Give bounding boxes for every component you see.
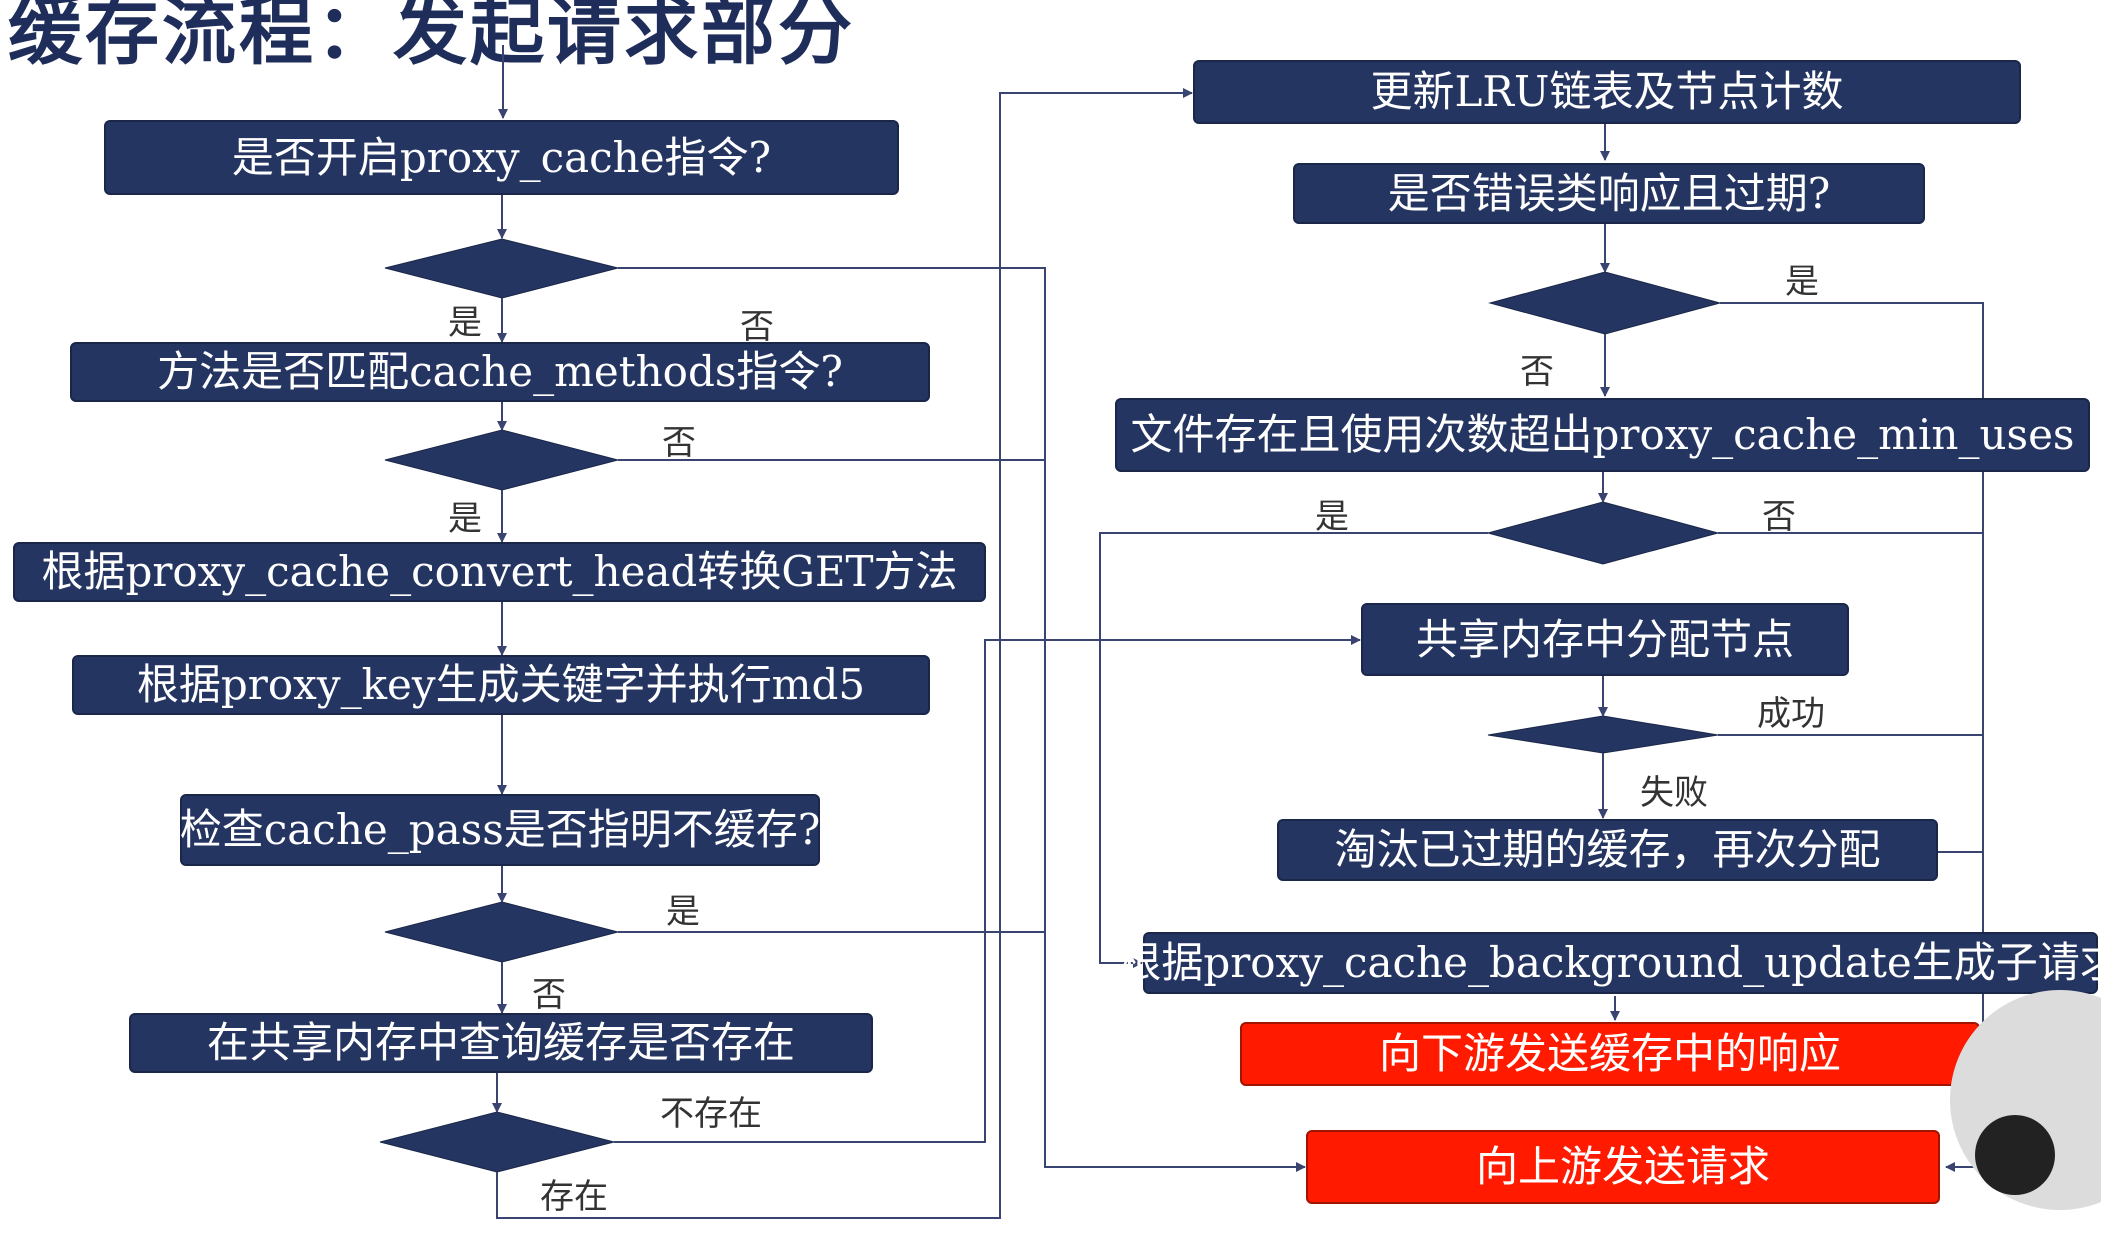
presenter-silhouette [1975,1115,2055,1195]
decision-diamond-4 [379,1111,615,1173]
decision-diamond-r1 [1488,271,1722,335]
label-yes: 是 [448,303,482,343]
label-exist: 存在 [540,1177,608,1217]
label-yes: 是 [666,892,700,932]
decision-diamond-3 [384,901,620,963]
evict-expired-box: 淘汰已过期的缓存，再次分配 [1277,819,1938,881]
label-no: 否 [532,975,566,1015]
cache-methods-check-box: 方法是否匹配cache_methods指令? [70,342,930,402]
convert-head-box: 根据proxy_cache_convert_head转换GET方法 [13,542,986,602]
label-yes: 是 [1785,262,1819,302]
error-expired-check-box: 是否错误类响应且过期? [1293,163,1925,224]
decision-diamond-r2 [1486,501,1720,565]
update-lru-box: 更新LRU链表及节点计数 [1193,60,2021,124]
proxy-key-md5-box: 根据proxy_key生成关键字并执行md5 [72,655,930,715]
send-upstream-box: 向上游发送请求 [1306,1130,1940,1204]
label-yes: 是 [1315,497,1349,537]
cache-pass-check-box: 检查cache_pass是否指明不缓存? [180,794,820,866]
send-downstream-box: 向下游发送缓存中的响应 [1240,1022,1980,1086]
proxy-cache-check-box: 是否开启proxy_cache指令? [104,120,899,195]
min-uses-check-box: 文件存在且使用次数超出proxy_cache_min_uses [1115,398,2090,472]
label-no: 否 [740,307,774,347]
label-not-exist: 不存在 [660,1094,762,1134]
slide-title: 缓存流程：发起请求部分 [8,0,855,75]
background-update-box: 根据proxy_cache_background_update生成子请求 [1119,932,2101,994]
label-no: 否 [662,423,696,463]
decision-diamond-2 [384,429,620,491]
label-yes: 是 [448,499,482,539]
label-fail: 失败 [1640,773,1708,813]
decision-diamond-r3 [1487,715,1719,754]
label-success: 成功 [1757,694,1825,734]
label-no: 否 [1762,497,1796,537]
shm-query-box: 在共享内存中查询缓存是否存在 [129,1013,873,1073]
alloc-node-box: 共享内存中分配节点 [1361,603,1849,676]
label-no: 否 [1520,352,1554,392]
decision-diamond-1 [384,238,619,299]
